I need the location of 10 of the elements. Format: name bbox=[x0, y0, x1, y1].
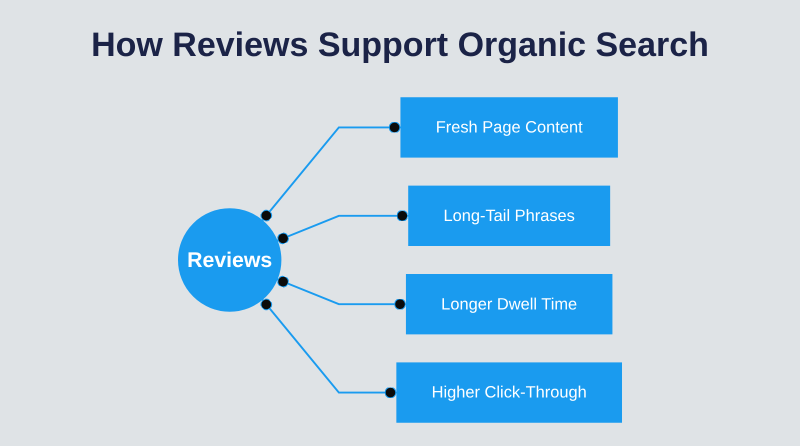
diagram-title: How Reviews Support Organic Search bbox=[90, 25, 710, 65]
connector bbox=[260, 122, 401, 222]
node-box: Long-Tail Phrases bbox=[408, 186, 610, 246]
connector bbox=[276, 276, 406, 310]
connector bbox=[276, 210, 409, 244]
node-circle: Reviews bbox=[178, 208, 282, 312]
connector bbox=[260, 298, 397, 398]
node-box: Higher Click-Through bbox=[396, 362, 622, 423]
node-box: Longer Dwell Time bbox=[406, 274, 612, 334]
node-box: Fresh Page Content bbox=[400, 97, 618, 158]
